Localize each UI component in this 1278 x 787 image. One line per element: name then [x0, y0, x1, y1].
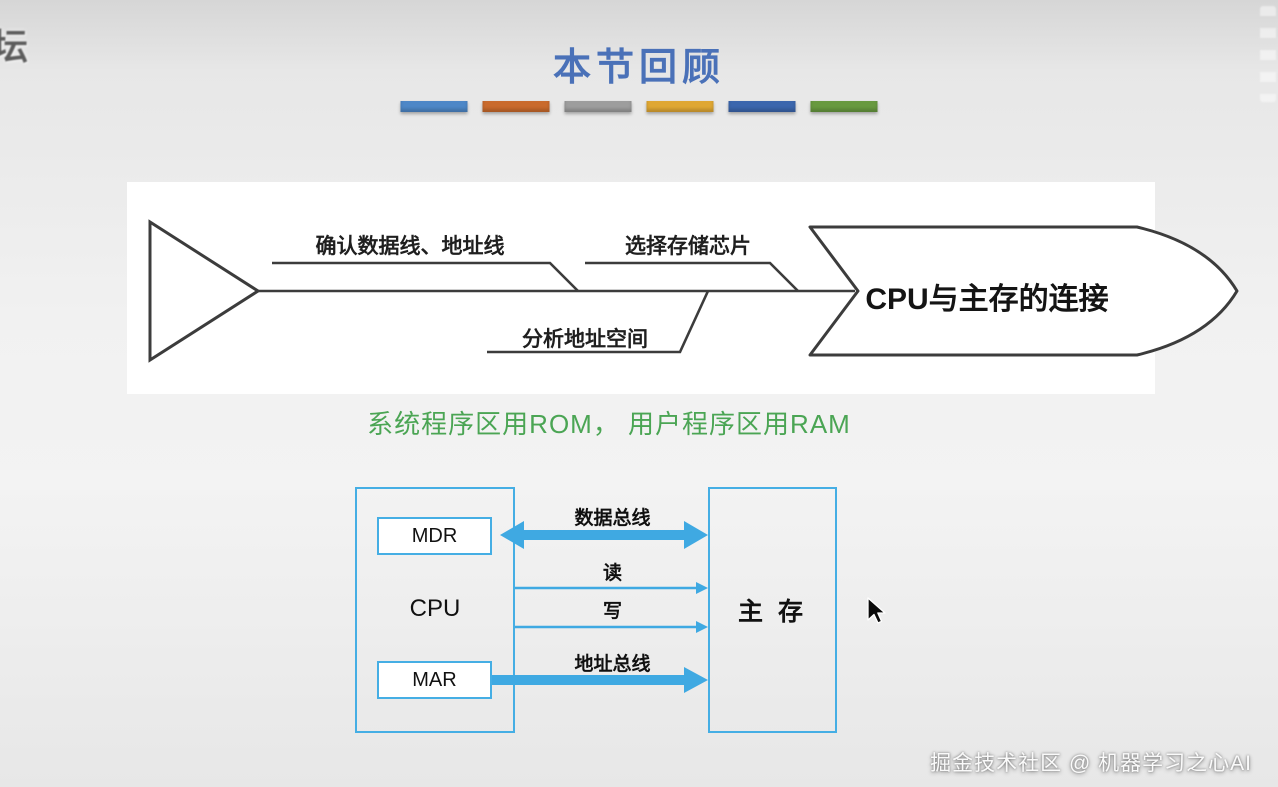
main-memory-box: 主 存: [708, 487, 837, 733]
branch-label-address-space: 分析地址空间: [522, 328, 648, 351]
accent-bar-3: [564, 101, 632, 112]
data-bus-label: 数据总线: [574, 508, 651, 529]
edge-watermark: [1260, 6, 1276, 102]
accent-bar-2: [482, 101, 550, 112]
address-bus-arrow: [492, 667, 708, 693]
accent-bars: [400, 101, 878, 112]
branch-line-top-right: [585, 261, 799, 292]
branch-label-confirm-lines: 确认数据线、地址线: [315, 235, 505, 258]
corner-watermark: 坛: [0, 26, 37, 67]
mouse-cursor-icon: [867, 597, 886, 624]
fishbone-head-shape: [808, 225, 1239, 357]
read-label: 读: [602, 563, 622, 584]
fishbone-diagram: [148, 219, 1239, 363]
accent-bar-1: [400, 101, 468, 112]
rom-ram-note: 系统程序区用ROM， 用户程序区用RAM: [367, 409, 851, 439]
fishbone-head-title: CPU与主存的连接: [865, 283, 1109, 316]
fishbone-tail-triangle: [148, 219, 261, 363]
accent-bar-5: [728, 101, 796, 112]
mdr-register-box: MDR: [377, 517, 492, 555]
bottom-watermark: 掘金技术社区 @ 机器学习之心AI: [930, 752, 1252, 775]
branch-line-top-left: [272, 261, 579, 292]
page-title: 本节回顾: [552, 47, 725, 89]
accent-bar-6: [810, 101, 878, 112]
mar-register-box: MAR: [377, 661, 492, 699]
accent-bar-4: [646, 101, 714, 112]
cpu-box: [355, 487, 515, 733]
data-bus-arrow: [500, 521, 708, 549]
cpu-label: CPU: [409, 595, 461, 622]
branch-label-select-chip: 选择存储芯片: [625, 235, 751, 258]
bus-arrows: [492, 521, 708, 693]
read-arrow: [515, 582, 708, 594]
write-arrow: [515, 621, 708, 633]
write-label: 写: [602, 601, 622, 622]
branch-line-bottom: [487, 290, 710, 354]
address-bus-label: 地址总线: [574, 654, 651, 675]
